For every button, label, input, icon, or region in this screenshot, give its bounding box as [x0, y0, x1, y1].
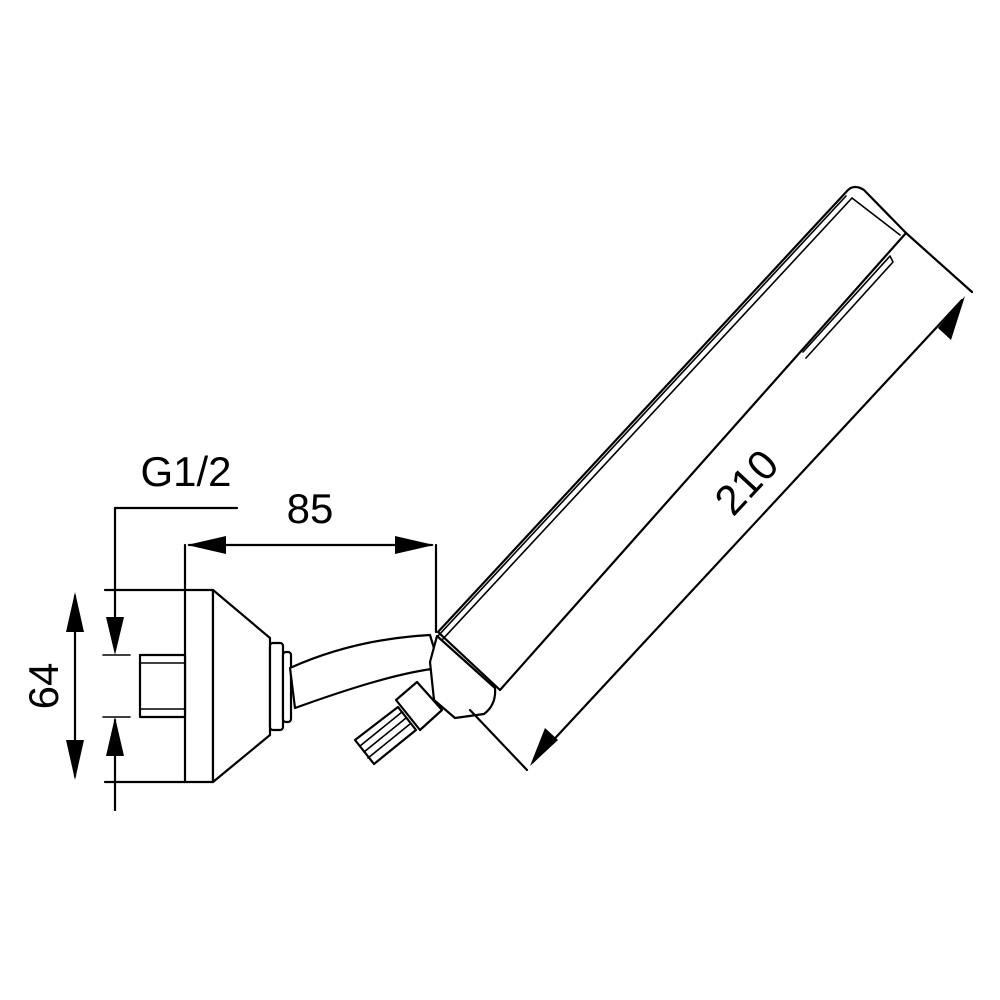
- dimension-handset-length: 210: [468, 231, 974, 772]
- spray-face: [802, 255, 894, 359]
- arrow-down: [66, 740, 84, 780]
- mount-cone: [211, 588, 272, 784]
- dimension-base-height: 64: [20, 588, 187, 784]
- dimension-arm-depth: 85: [183, 485, 438, 634]
- arrow-bottom-left: [530, 728, 558, 766]
- arrow-top-right: [938, 296, 965, 340]
- mount-collar-inner: [281, 650, 293, 724]
- wall-plate: [183, 588, 215, 784]
- arrow-up: [66, 592, 84, 632]
- holder-head-body: [428, 634, 497, 720]
- arrow-thread-up: [106, 717, 124, 756]
- thread-label: G1/2: [140, 448, 231, 495]
- arrow-left: [187, 536, 226, 554]
- arrow-right: [395, 536, 434, 554]
- hand-shower: [436, 185, 908, 692]
- holder-head: [353, 634, 497, 766]
- handset-length-label: 210: [705, 440, 787, 523]
- thread-stub: [138, 653, 187, 719]
- hand-shower-body: [436, 185, 908, 692]
- dimension-thread: G1/2: [102, 448, 239, 812]
- mount-collar: [268, 641, 285, 732]
- arm-depth-label: 85: [287, 485, 334, 532]
- wall-mount: [138, 588, 293, 784]
- hose-connector: [394, 680, 444, 732]
- base-height-label: 64: [20, 663, 67, 710]
- arrow-thread-down: [106, 617, 124, 655]
